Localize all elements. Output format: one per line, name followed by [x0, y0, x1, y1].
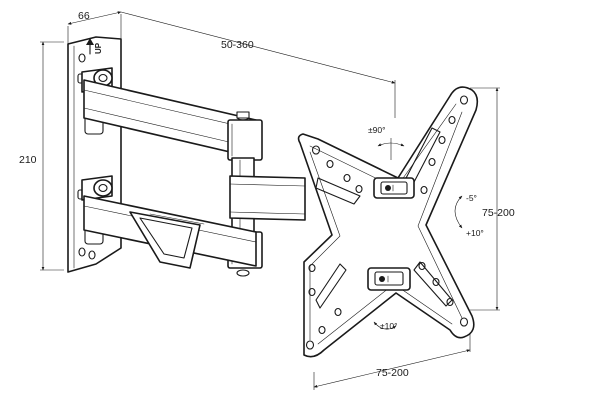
dim-height-label: 210 [19, 154, 37, 166]
lower-lock-slot [367, 267, 411, 291]
dim-vesa-horizontal-label: 75-200 [376, 367, 409, 379]
vesa-holes [305, 95, 469, 350]
up-marking: UP [94, 42, 103, 54]
dimension-lines [40, 11, 500, 390]
dim-depth-min-label: 66 [78, 10, 90, 22]
lower-arm [83, 195, 257, 269]
swivel-angle-label: ±90° [368, 125, 386, 135]
dim-vesa-vertical-label: 75-200 [482, 207, 515, 219]
up-arrow-icon [86, 38, 94, 55]
level-indicator [373, 321, 397, 330]
tilt-bracket [229, 175, 306, 221]
tilt-down-angle-label: +10° [466, 228, 484, 238]
tilt-up-angle-label: -5° [466, 193, 477, 203]
tilt-indicator [454, 195, 463, 229]
dim-depth-range-label: 50-360 [221, 39, 254, 51]
swivel-indicator [377, 138, 405, 160]
vesa-plate [297, 86, 479, 358]
upper-lock-slot [373, 177, 415, 199]
level-angle-label: ±10° [380, 321, 398, 331]
